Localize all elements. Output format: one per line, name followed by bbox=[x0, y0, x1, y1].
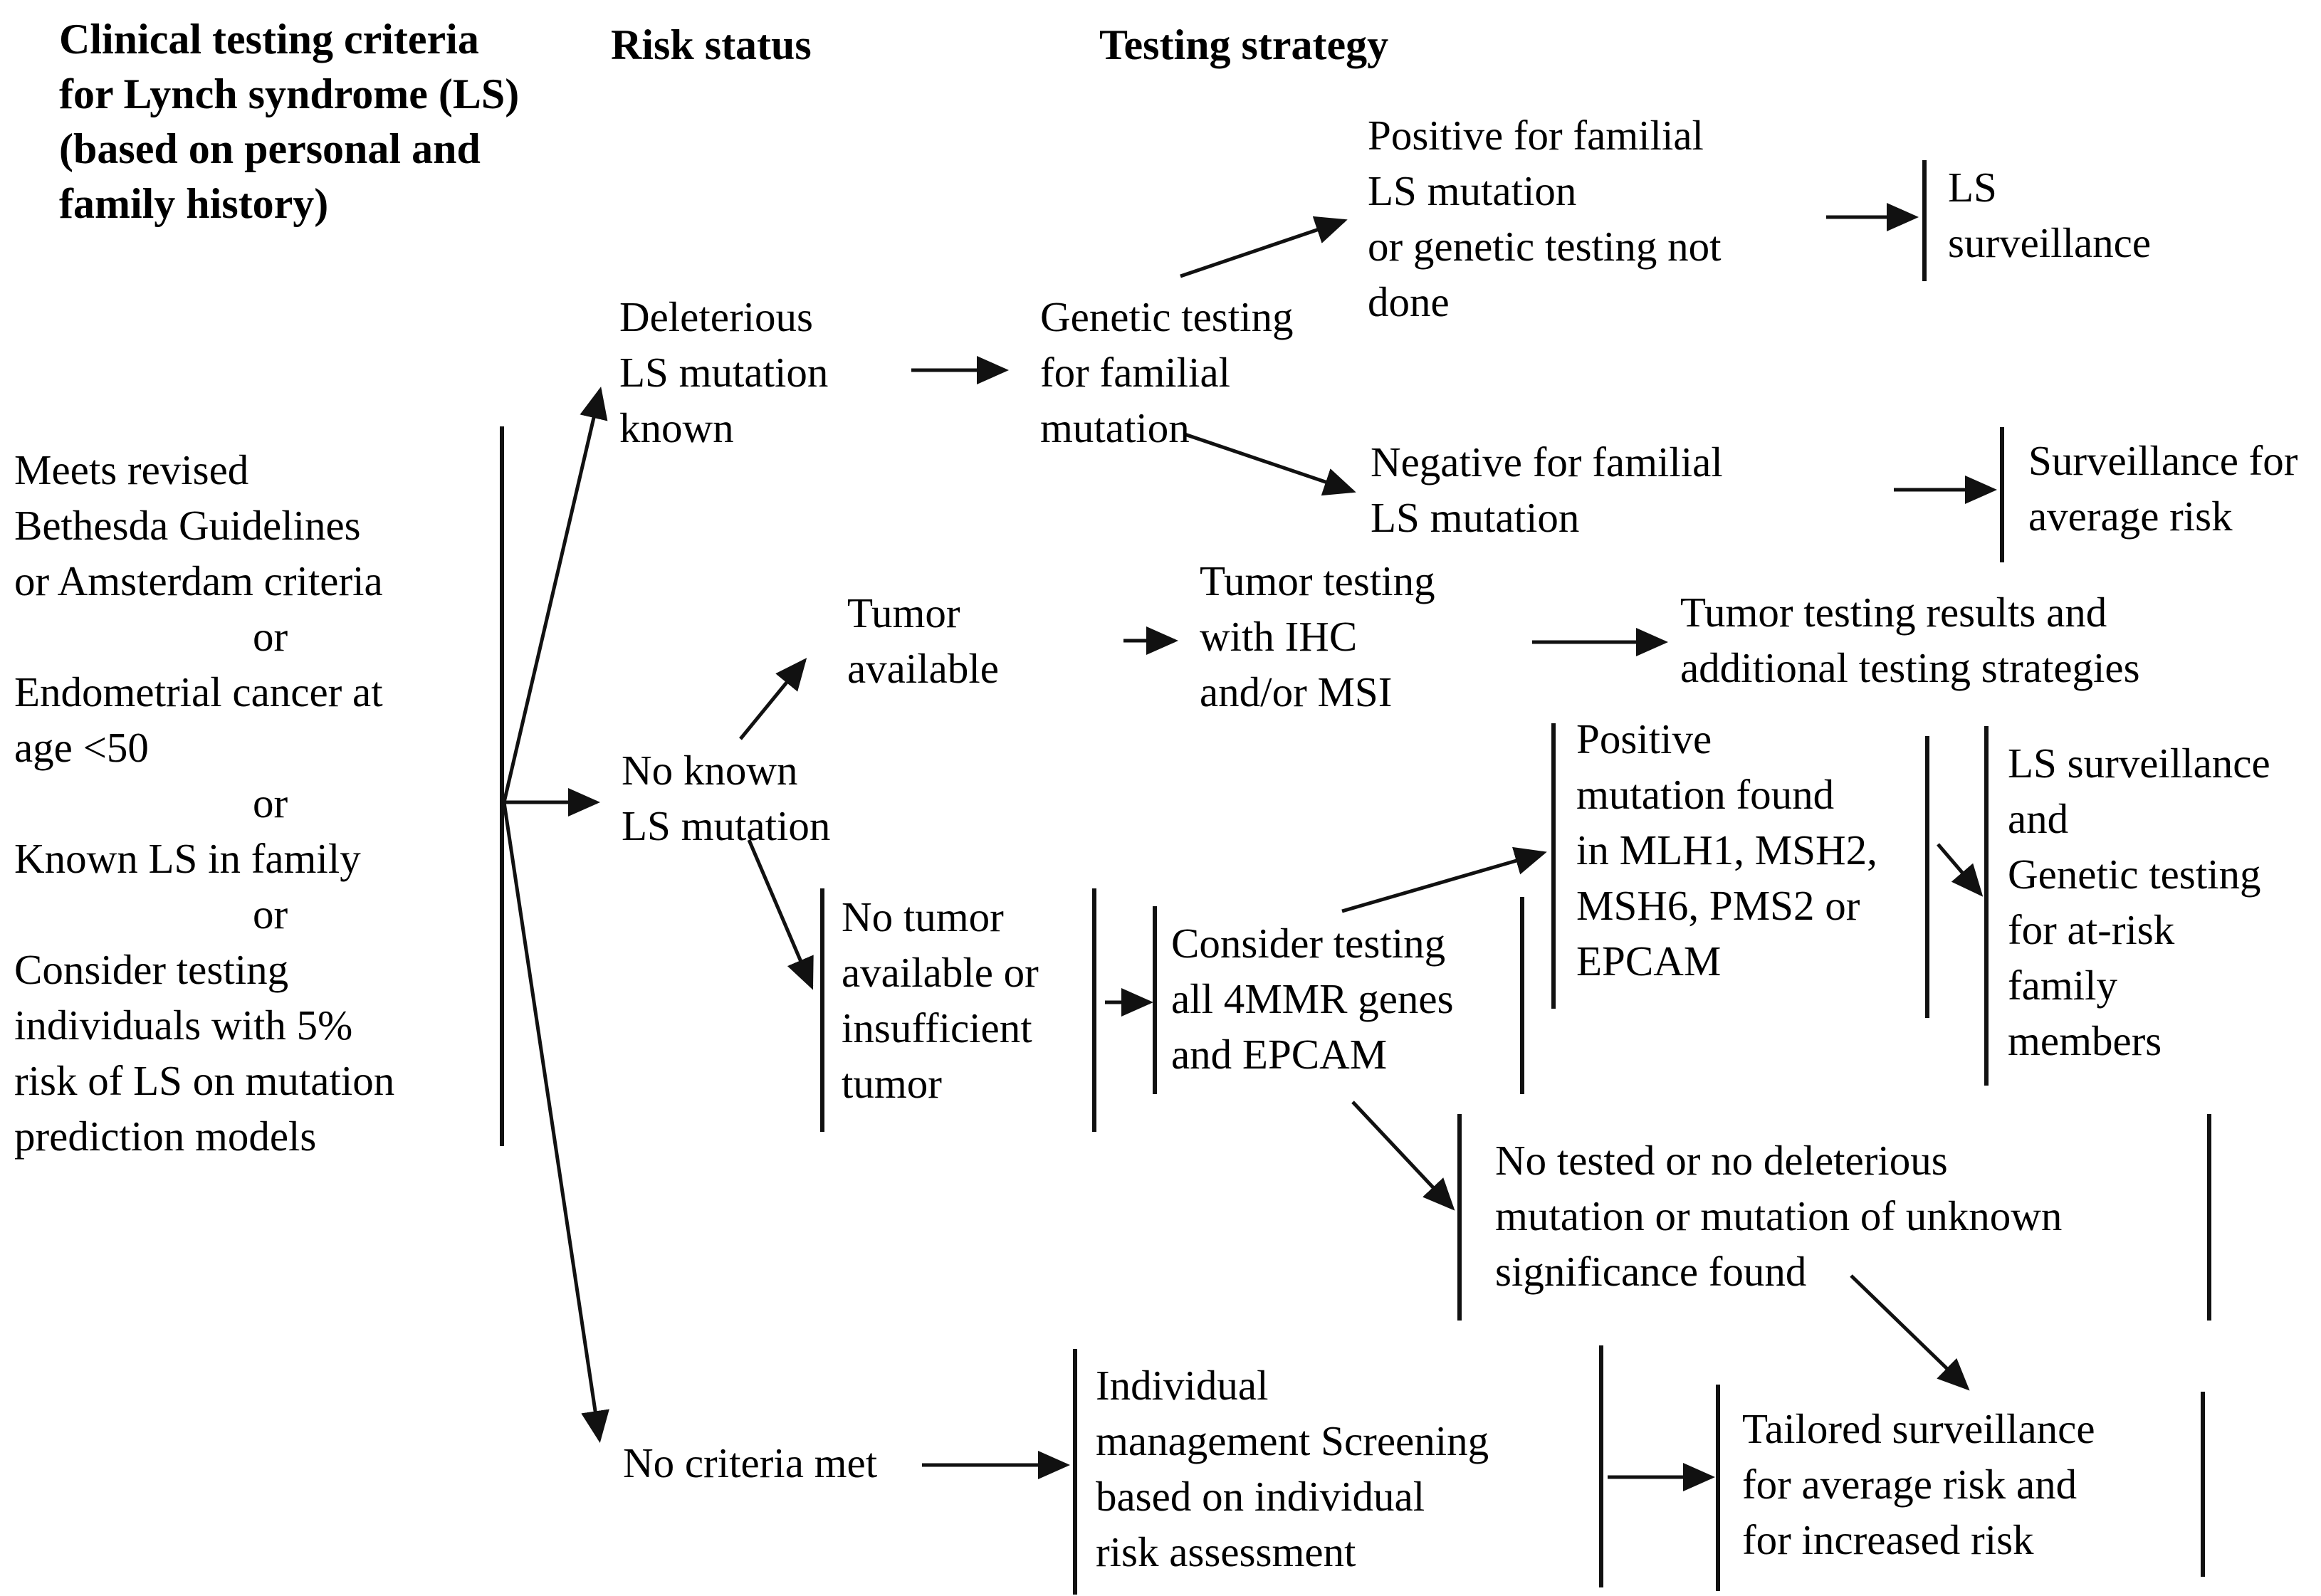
node-no-known-ls-mutation: No known LS mutation bbox=[622, 747, 831, 849]
arrow-positive-mutation-to-ls-surveillance-genetic bbox=[1937, 843, 1984, 897]
arrow-no-known-to-no-tumor bbox=[747, 839, 814, 990]
arrow-no-tested-to-tailored bbox=[1850, 1274, 1970, 1391]
node-deleterious-ls-mutation-known: Deleterious LS mutation known bbox=[619, 293, 829, 451]
node-consider-testing-4mmr-epcam: Consider testing all 4MMR genes and EPCA… bbox=[1171, 920, 1454, 1078]
criteria-endometrial-cancer: Endometrial cancer at age <50 bbox=[14, 668, 383, 771]
title-clinical-testing-criteria: Clinical testing criteria for Lynch synd… bbox=[59, 16, 520, 227]
arrow-criteria-to-no-criteria bbox=[502, 802, 609, 1443]
node-negative-familial-ls-mutation: Negative for familial LS mutation bbox=[1371, 439, 1723, 541]
node-ls-surveillance: LS surveillance bbox=[1948, 164, 2152, 266]
arrow-genetic-testing-to-negative bbox=[1184, 432, 1356, 496]
arrow-criteria-to-deleterious bbox=[502, 387, 608, 803]
column-header-risk-status: Risk status bbox=[611, 21, 812, 68]
criteria-or-1: or bbox=[253, 613, 288, 660]
criteria-or-3: or bbox=[253, 891, 288, 938]
node-genetic-testing-familial-mutation: Genetic testing for familial mutation bbox=[1040, 293, 1294, 451]
criteria-known-ls-in-family: Known LS in family bbox=[14, 835, 361, 882]
node-tumor-testing-ihc-msi: Tumor testing with IHC and/or MSI bbox=[1200, 557, 1435, 715]
node-tailored-surveillance: Tailored surveillance for average risk a… bbox=[1742, 1405, 2095, 1563]
node-tumor-available: Tumor available bbox=[847, 589, 999, 692]
node-no-tested-no-deleterious: No tested or no deleterious mutation or … bbox=[1495, 1137, 2063, 1295]
node-positive-mutation-found: Positive mutation found in MLH1, MSH2, M… bbox=[1576, 715, 1877, 985]
criteria-bethesda-amsterdam: Meets revised Bethesda Guidelines or Ams… bbox=[14, 446, 383, 604]
arrow-genetic-testing-to-positive bbox=[1180, 216, 1348, 278]
criteria-mutation-prediction-models: Consider testing individuals with 5% ris… bbox=[14, 946, 395, 1160]
arrow-consider-to-positive-mutation bbox=[1341, 846, 1547, 913]
node-positive-familial-ls-mutation: Positive for familial LS mutation or gen… bbox=[1368, 112, 1722, 325]
column-header-testing-strategy: Testing strategy bbox=[1099, 21, 1389, 68]
node-tumor-testing-results: Tumor testing results and additional tes… bbox=[1680, 589, 2140, 691]
node-surveillance-average-risk: Surveillance for average risk bbox=[2028, 437, 2298, 540]
node-ls-surveillance-genetic-testing-family: LS surveillance and Genetic testing for … bbox=[2008, 740, 2270, 1064]
node-no-criteria-met: No criteria met bbox=[623, 1439, 878, 1486]
node-individual-management-screening: Individual management Screening based on… bbox=[1096, 1362, 1489, 1575]
node-no-tumor-available: No tumor available or insufficient tumor bbox=[842, 893, 1039, 1107]
arrow-consider-to-no-tested bbox=[1351, 1101, 1455, 1211]
criteria-or-2: or bbox=[253, 779, 288, 826]
arrow-no-known-to-tumor-available bbox=[739, 658, 807, 740]
